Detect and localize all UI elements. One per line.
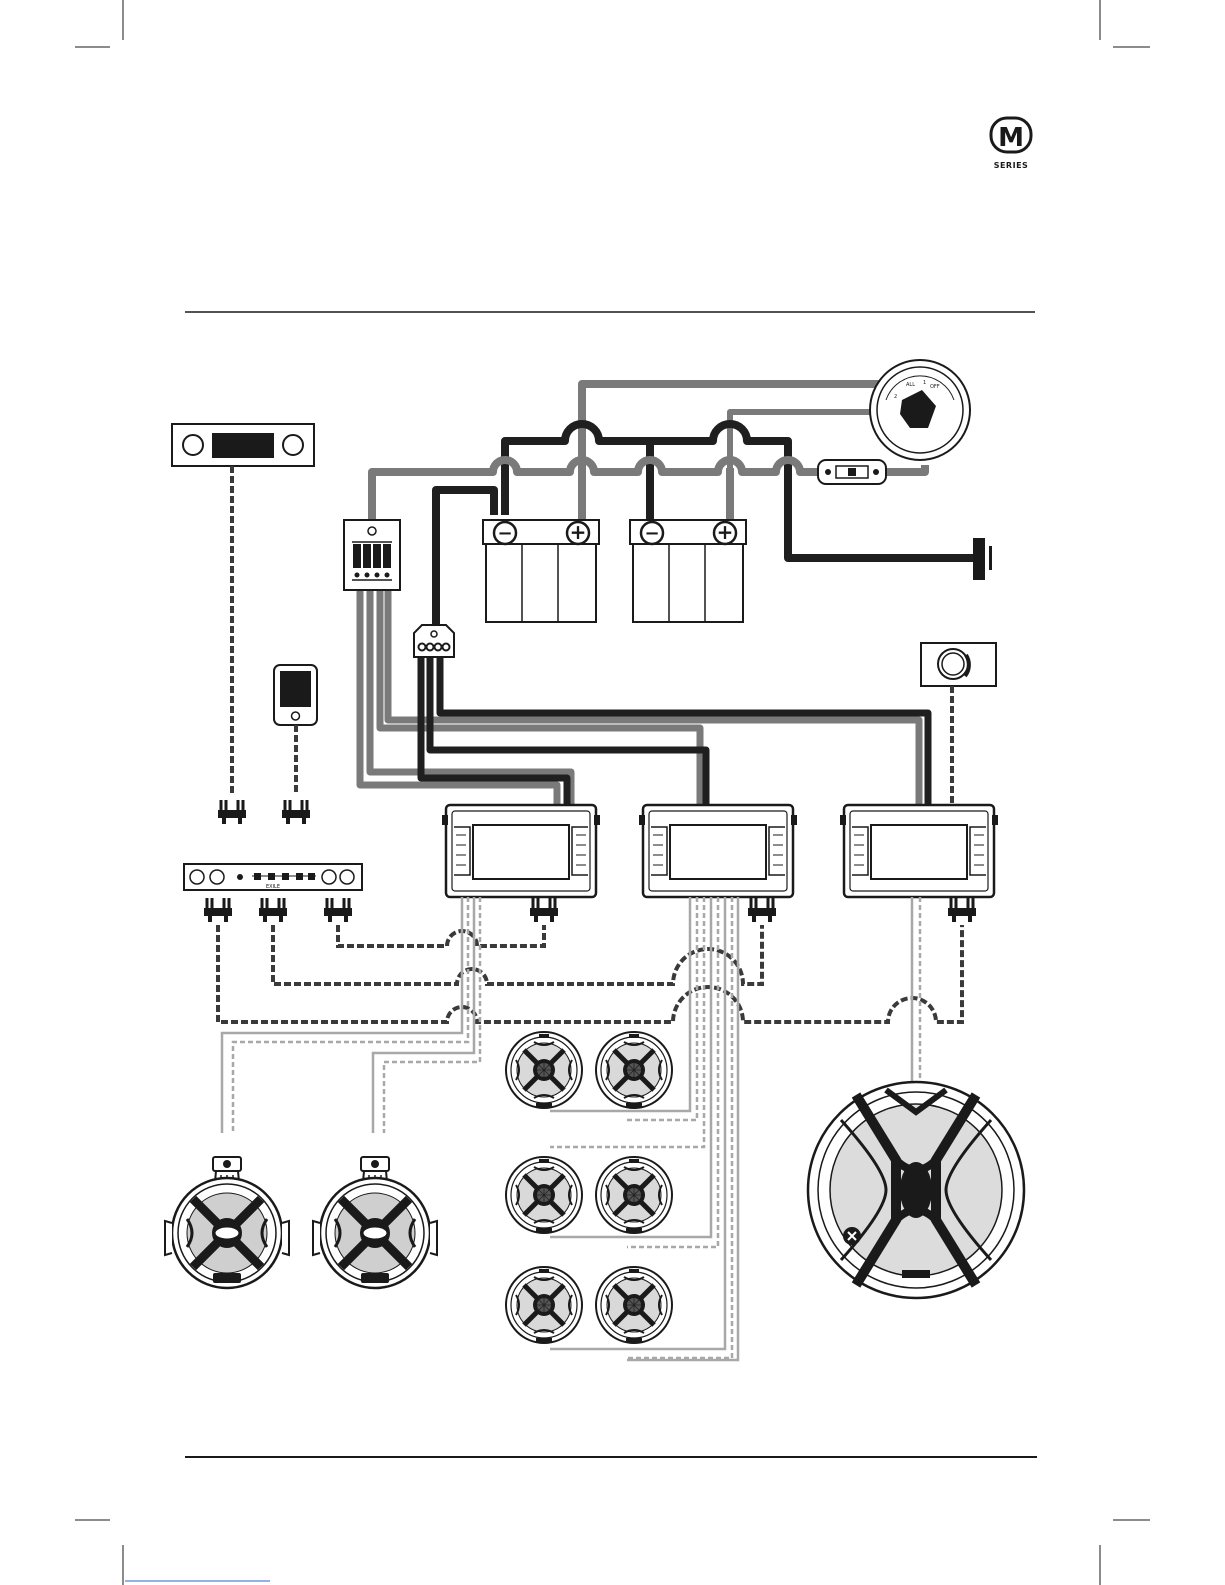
ground-distribution-block: [414, 625, 454, 657]
rca-plug-media-player: [282, 800, 310, 824]
rca-plug-amp-3: [948, 898, 976, 922]
tower-speaker-right: [313, 1157, 437, 1288]
chassis-ground-icon: [973, 538, 992, 580]
head-unit-display: [212, 433, 274, 458]
coax-speaker-5: [506, 1267, 582, 1343]
rca-plug-amp-2: [748, 898, 776, 922]
m-series-logo: M SERIES: [991, 118, 1031, 170]
head-unit[interactable]: [172, 424, 314, 466]
rca-plug-head-unit: [218, 800, 246, 824]
coax-speaker-6: [596, 1267, 672, 1343]
amplifier-2: [639, 805, 797, 897]
logo-caption: SERIES: [994, 161, 1029, 170]
rca-plug-amp-1: [530, 898, 558, 922]
equalizer-brand: EXILE: [266, 884, 280, 890]
rca-plug-eq-out-2: [259, 898, 287, 922]
coax-speaker-3: [506, 1157, 582, 1233]
battery-1-negative-label: −: [497, 523, 512, 544]
coax-speaker-2: [596, 1032, 672, 1108]
battery-1: − +: [483, 520, 599, 622]
coax-speaker-1: [506, 1032, 582, 1108]
battery-switch[interactable]: 2 ALL 1 OFF: [870, 360, 970, 460]
bass-remote[interactable]: [921, 643, 996, 686]
battery-2: − +: [630, 520, 746, 622]
media-player-screen: [280, 671, 311, 707]
fuse-distribution-block: [344, 520, 400, 590]
rca-plug-eq-out-1: [204, 898, 232, 922]
amplifier-1: [442, 805, 600, 897]
switch-pos-off: OFF: [930, 384, 940, 390]
switch-pos-all: ALL: [906, 382, 915, 388]
battery-1-positive-label: +: [570, 520, 587, 544]
coax-speaker-4: [596, 1157, 672, 1233]
media-player[interactable]: [274, 665, 317, 725]
equalizer[interactable]: EXILE: [184, 864, 362, 890]
switch-pos-2: 2: [894, 394, 897, 400]
switch-pos-1: 1: [923, 380, 926, 386]
tower-speaker-left: [165, 1157, 289, 1288]
subwoofer: [808, 1082, 1024, 1298]
crop-marks: [75, 0, 1150, 1585]
battery-2-negative-label: −: [644, 523, 659, 544]
rca-plug-eq-out-3: [324, 898, 352, 922]
amplifier-3: [840, 805, 998, 897]
battery-2-positive-label: +: [717, 520, 734, 544]
inline-fuse: [818, 460, 886, 484]
logo-mark: M: [998, 123, 1024, 153]
